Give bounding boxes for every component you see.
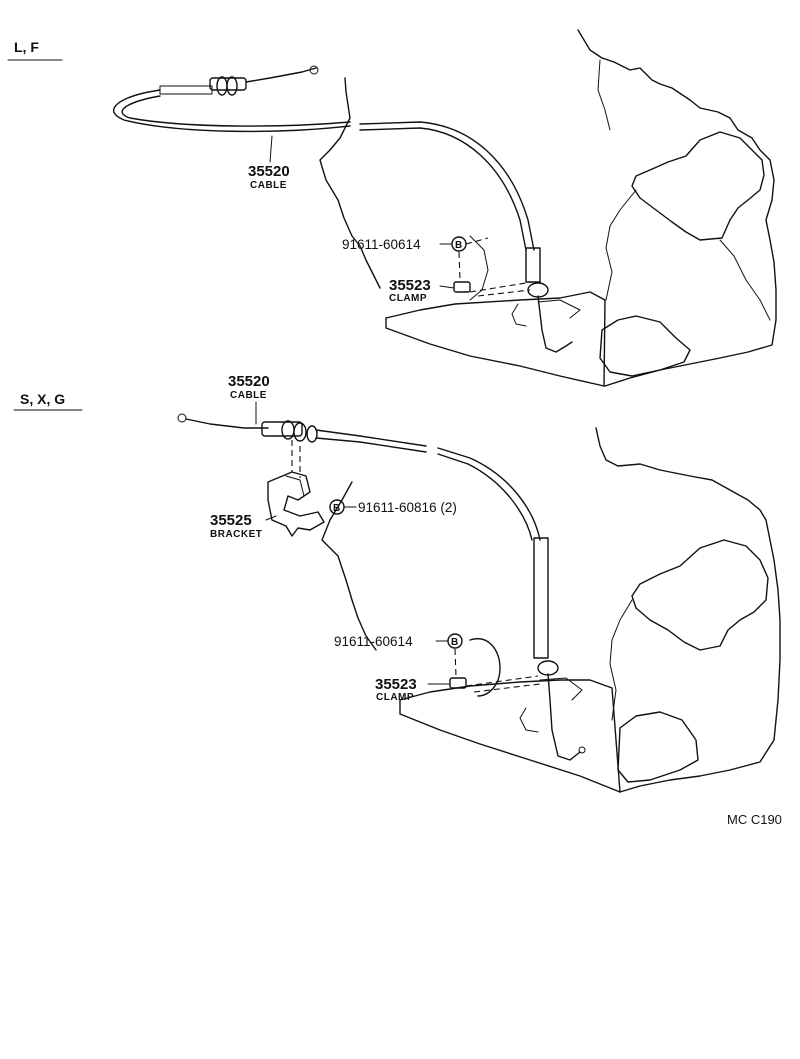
clamp-part-no-bottom: 35523 (375, 676, 417, 693)
cable-part-no-top: 35520 (248, 163, 290, 180)
cable-bottom (177, 413, 586, 761)
bolt-label-top: 91611-60614 (342, 237, 453, 252)
bolt-part-no-top: 91611-60614 (342, 237, 421, 252)
clamp-part-no-top: 35523 (389, 277, 431, 294)
section-top: L, F (7, 29, 777, 387)
bolt-marker-text-bottom: B (451, 637, 458, 648)
cable-name-top: CABLE (250, 180, 287, 191)
bolt-clamp-bottom: B 91611-60614 (334, 633, 541, 693)
transmission-outline-bottom (321, 427, 781, 793)
clamp-name-bottom: CLAMP (376, 692, 414, 703)
transmission-outline-top (319, 29, 777, 387)
clamp-name-top: CLAMP (389, 293, 427, 304)
bracket-bolt-part-no: 91611-60816 (2) (358, 500, 457, 515)
bolt-marker-text-top: B (455, 240, 462, 251)
bracket-part-no-bottom: 35525 (210, 512, 252, 529)
variant-label-bottom: S, X, G (20, 391, 65, 407)
bracket-name-bottom: BRACKET (210, 529, 262, 540)
cable-name-bottom: CABLE (230, 390, 267, 401)
cable-part-no-bottom: 35520 (228, 373, 270, 390)
cable-label-top: 35520 CABLE (248, 135, 290, 191)
clamp-label-top: 35523 CLAMP (389, 277, 455, 304)
cable-label-bottom: 35520 CABLE (228, 373, 270, 425)
bolt-part-no-bottom: 91611-60614 (334, 634, 413, 649)
bracket-part-bottom (267, 440, 325, 537)
clamp-label-bottom: 35523 CLAMP (375, 676, 451, 703)
figure-ref: MC C190 (727, 812, 782, 827)
bracket-bolt-label-bottom: B 91611-60816 (2) (329, 499, 457, 515)
bracket-label-bottom: 35525 BRACKET (210, 512, 277, 540)
section-bottom: S, X, G (13, 373, 781, 793)
bracket-bolt-marker-text: B (333, 503, 340, 514)
cable-top (112, 65, 573, 353)
bolt-clamp-top: B (451, 236, 533, 297)
variant-label-top: L, F (14, 39, 39, 55)
